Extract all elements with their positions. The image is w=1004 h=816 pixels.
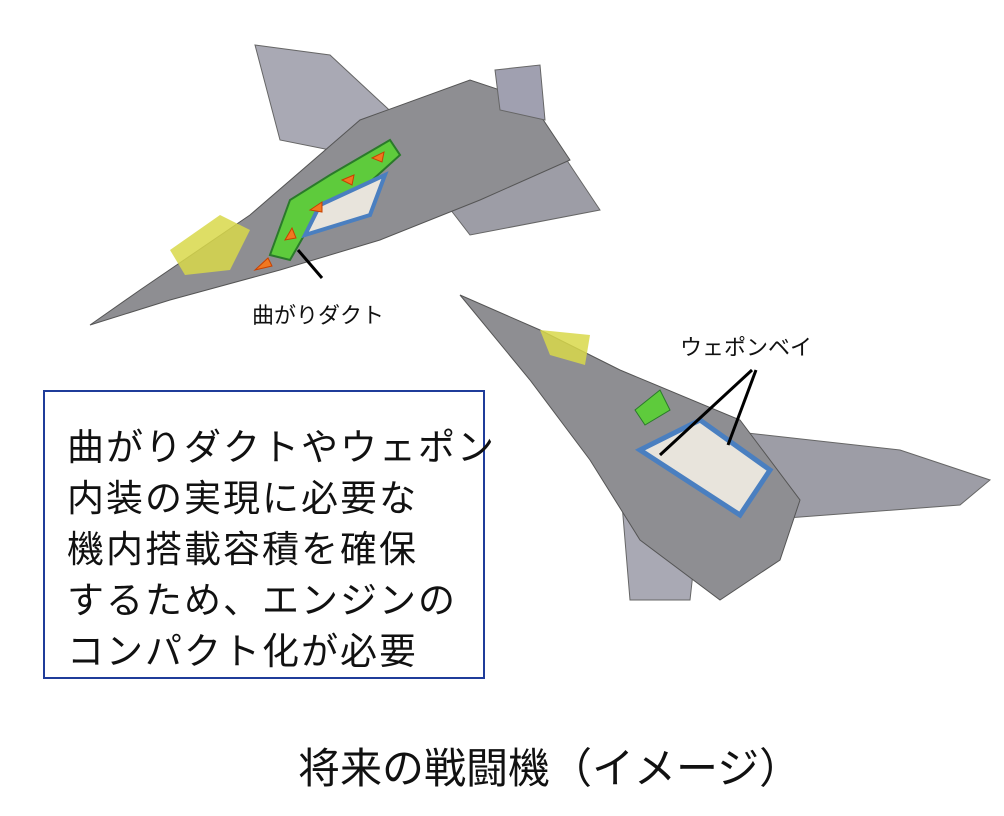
note-line: 機内搭載容積を確保	[67, 528, 418, 571]
bay-leader-line-2	[726, 369, 758, 446]
weapon-bay-label: ウェポンベイ	[680, 336, 813, 361]
canopy	[170, 215, 250, 275]
note-line: 内装の実現に必要な	[67, 477, 418, 520]
note-line: するため、エンジンの	[67, 579, 457, 622]
bay-leader-line-1	[658, 368, 754, 457]
note-box: 曲がりダクトやウェポン 内装の実現に必要な 機内搭載容積を確保 するため、エンジ…	[43, 390, 496, 679]
canopy	[540, 330, 590, 365]
figure-caption: 将来の戦闘機（イメージ）	[298, 744, 802, 793]
fighter-jet-top	[89, 44, 601, 326]
curved-duct-label: 曲がりダクト	[252, 304, 385, 329]
weapon-bay-top	[301, 171, 389, 239]
intake	[634, 389, 671, 426]
note-line: コンパクト化が必要	[67, 630, 418, 673]
duct-leader-line	[296, 249, 324, 279]
vertical-tail	[494, 64, 546, 121]
airflow-arrows	[253, 151, 385, 271]
fighter-jet-bottom	[459, 294, 992, 601]
fuselage	[459, 294, 801, 601]
note-line: 曲がりダクトやウェポン	[67, 426, 496, 469]
